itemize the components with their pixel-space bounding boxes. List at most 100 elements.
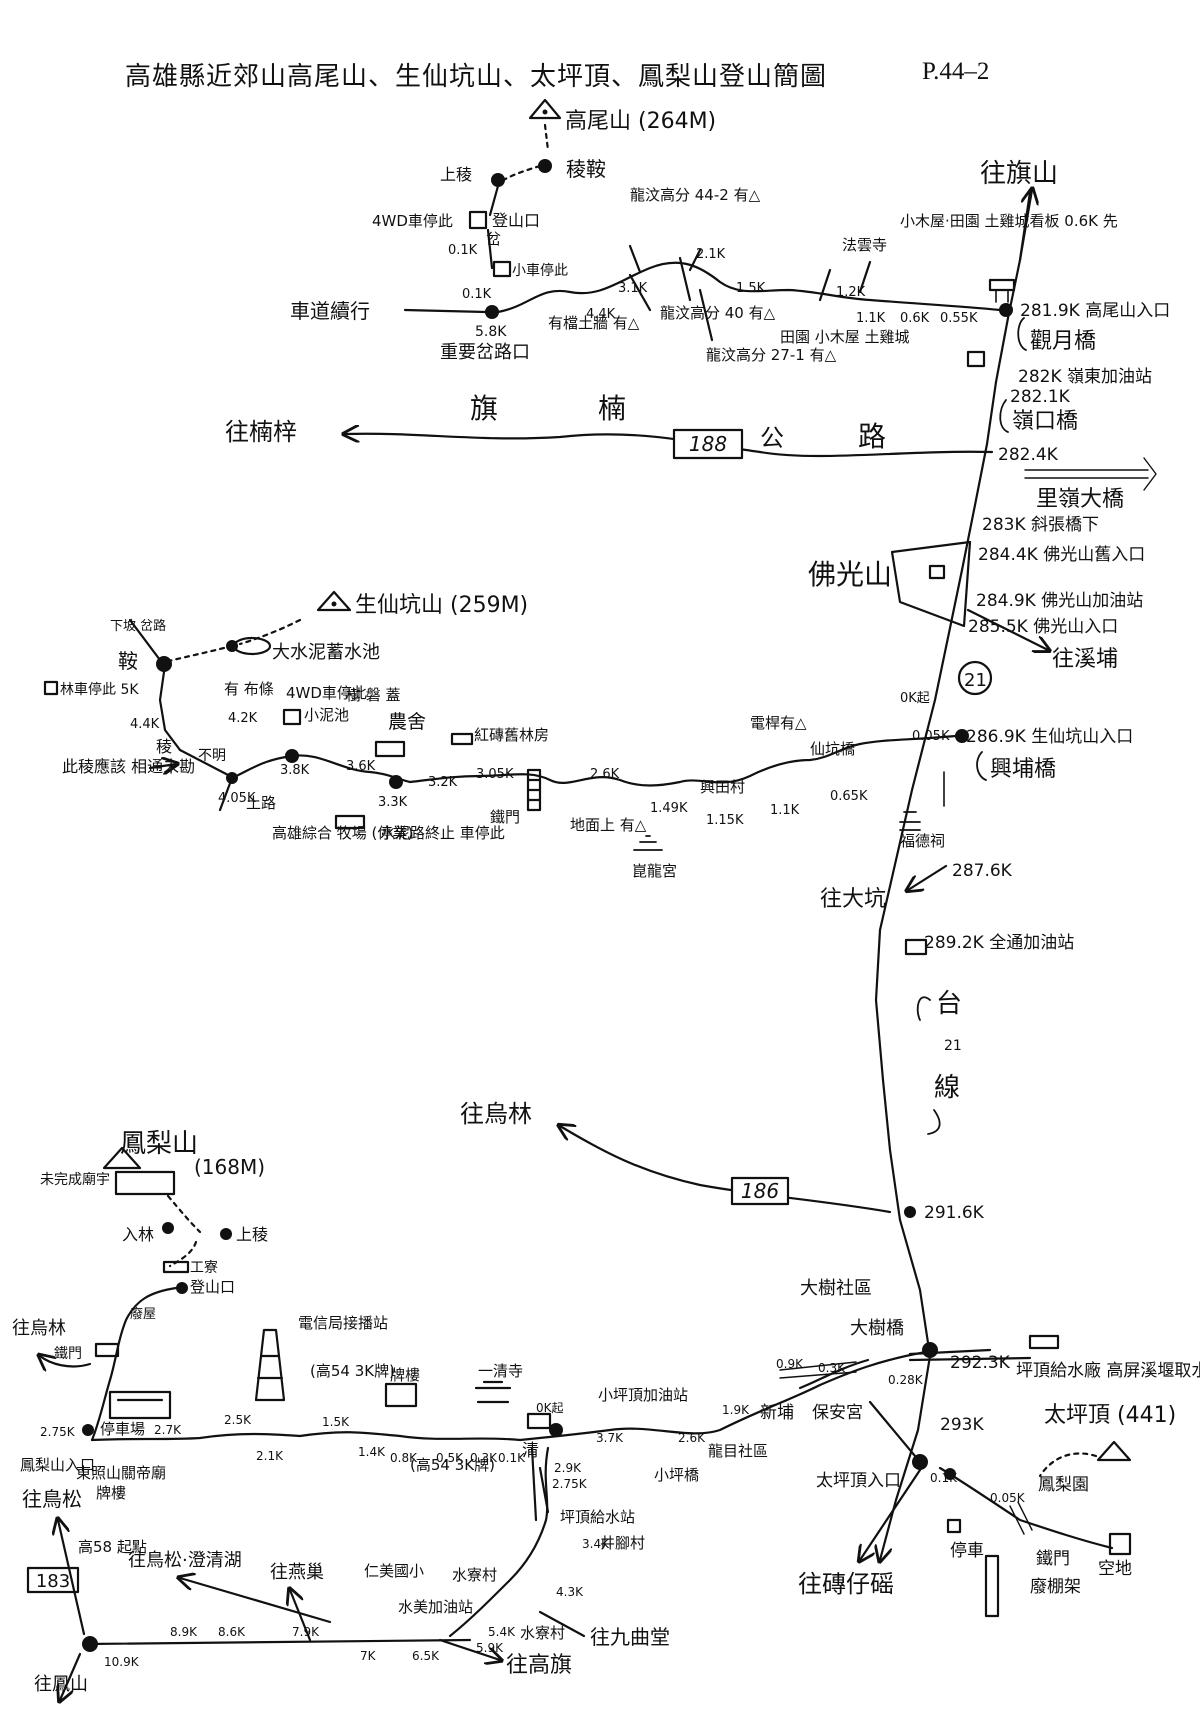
fl-dist-0-3: 0.3K: [470, 1451, 498, 1465]
fl-dist-0-5: 0.5K: [436, 1451, 464, 1465]
gaowei-youlei: 有檔土牆 有△: [548, 314, 640, 332]
gate-icon: [94, 1342, 120, 1358]
sx-dist-0-05: 0.05K: [912, 729, 950, 744]
sx-tank: 小泥池: [304, 706, 349, 724]
sx-xingtian: 興田村: [700, 778, 745, 796]
shengxian-ridge: 稜: [156, 737, 172, 756]
dest-niaosong: 往鳥松: [22, 1487, 82, 1511]
fl-hv-tower2: (高54 3K牌): [410, 1456, 495, 1474]
sx-dist-3-05: 3.05K: [476, 767, 514, 782]
ranch-icon: [334, 814, 366, 830]
tp-empty-lot: 空地: [1098, 1559, 1132, 1579]
road-qinan-char-1: 旗: [470, 392, 498, 425]
road-qinan-char-2: 楠: [598, 392, 626, 425]
gaowei-ridge: 上稜: [440, 165, 472, 184]
gaowei-parking: 4WD車停此: [372, 212, 453, 230]
bridge-guanyue: 觀月橋: [1030, 329, 1096, 354]
mark-282-4: 282.4K: [998, 445, 1059, 465]
fl-renmei: 仁美國小: [364, 1562, 424, 1580]
fengli-unfinished: 未完成廟宇: [40, 1171, 110, 1188]
gaowei-saddle: 稜鞍: [566, 157, 606, 181]
fl-dist-1-4: 1.4K: [358, 1445, 386, 1459]
fengli-ridge: 上稜: [236, 1225, 268, 1244]
fl-dist-8-9: 8.9K: [170, 1625, 198, 1639]
fl-qingyun-label: 清: [522, 1441, 539, 1461]
peak-triangle-shengxian: [316, 590, 352, 612]
dist-5-8: 5.8K: [475, 324, 507, 340]
road-186: [560, 1126, 892, 1214]
fl-xiaoping-gas: 小坪頂加油站: [598, 1386, 688, 1404]
fl-dist-6-5: 6.5K: [412, 1649, 440, 1663]
fl-jingjiao: 井腳村: [600, 1534, 645, 1552]
sx-dist-3-3: 3.3K: [378, 795, 408, 810]
page-title: 高雄縣近郊山高尾山、生仙坑山、太坪頂、鳳梨山登山簡圖: [125, 62, 828, 92]
mark-289-2: 289.2K 全通加油站: [924, 933, 1074, 953]
sx-canal: 有 布條: [224, 680, 274, 698]
road-shield-188: [672, 428, 744, 460]
road-qinan-char-4: 路: [858, 420, 886, 453]
bridge-liling: 里嶺大橋: [1036, 487, 1124, 512]
fl-stop: 停車場: [100, 1420, 145, 1438]
peak-fengli-label: 鳳梨山: [120, 1129, 198, 1159]
fl-xiaoping-bridge: 小坪橋: [654, 1466, 699, 1484]
dist-3-1: 3.1K: [618, 281, 648, 296]
fl-dist-3-7: 3.7K: [596, 1431, 624, 1445]
relay-tower-icon: [254, 1328, 286, 1402]
dest-shengdaolin: 往烏林: [12, 1318, 66, 1339]
dist-1-2: 1.2K: [836, 285, 866, 300]
fl-dist-2-6: 2.6K: [678, 1431, 706, 1445]
road-number-186: 186: [741, 1179, 779, 1203]
fl-paifang2: 牌樓: [390, 1366, 420, 1384]
sx-xianken: 仙坑橋: [810, 740, 855, 758]
sx-dist-0-65: 0.65K: [830, 789, 868, 804]
gaowei-trailhead: 登山口: [492, 211, 540, 230]
dest-fengshan: 往鳳山: [34, 1674, 88, 1695]
fl-paifang: 牌樓: [96, 1484, 126, 1502]
dest-qishan: 往旗山: [980, 159, 1058, 189]
gas-station-icon: [966, 350, 986, 368]
fl-dist-2-75b: 2.75K: [552, 1477, 588, 1491]
sx-dirt-road: 土路: [246, 794, 276, 812]
sx-farmhouse: 農舍: [388, 711, 426, 733]
shengxian-xiapo: 下坡 岔路: [110, 618, 166, 634]
fl-dist-2-7: 2.7K: [154, 1423, 182, 1437]
fengli-trailhead: 登山口: [190, 1278, 235, 1296]
road-shield-183: [26, 1566, 80, 1594]
fokuang-label: 佛光山: [808, 558, 892, 591]
fl-yiqing: 一清寺: [478, 1362, 523, 1380]
tp-dist-0-05: 0.05K: [990, 1491, 1026, 1505]
fl-dist-0-1: 0.1K: [498, 1451, 526, 1465]
sx-dist-2-6: 2.6K: [590, 767, 620, 782]
bridge-lingkou: 嶺口橋: [1012, 409, 1078, 434]
tp-dist-0-28: 0.28K: [888, 1373, 924, 1387]
peak-triangle-fengli: [102, 1146, 142, 1170]
sx-brick: 紅磚舊林房: [474, 726, 549, 744]
parking-icon: [468, 210, 488, 230]
road-qinan-188: [345, 434, 994, 458]
sx-dist-3-2: 3.2K: [428, 775, 458, 790]
dist-0-55: 0.55K: [940, 311, 978, 326]
dest-nanzi: 往楠梓: [225, 418, 297, 446]
tp-iron-gate: 鐵門: [1036, 1549, 1070, 1569]
fl-dist-3-4: 3.4K: [582, 1537, 610, 1551]
tp-station: 停車: [950, 1541, 984, 1561]
fl-longmu: 龍目社區: [708, 1442, 768, 1460]
road-number-183: 183: [36, 1571, 70, 1592]
mark-291-6: 291.6K: [924, 1203, 985, 1223]
sx-parking: 4WD車停此: [286, 684, 367, 702]
sx-yuanlong: 崑龍宮: [632, 862, 677, 880]
sx-dist-0-start: 0K起: [900, 691, 930, 706]
fl-gao58: 高58 起點: [78, 1538, 147, 1556]
fengli-entrance: 鳳梨山入口: [20, 1456, 95, 1474]
mark-293: 293K: [940, 1415, 984, 1435]
fl-dist-0-8: 0.8K: [390, 1451, 418, 1465]
dest-xipu: 往溪埔: [1052, 647, 1118, 672]
reservoir-icon: [232, 636, 272, 656]
fl-dist-4-3: 4.3K: [556, 1585, 584, 1599]
gaowei-smallcar: 小車停此: [512, 262, 568, 279]
bridge-xingpu: 興埔橋: [990, 757, 1056, 782]
fengli-shelter: 廢屋: [130, 1307, 156, 1322]
fl-dist-10-9: 10.9K: [104, 1655, 140, 1669]
sx-dist-1-15: 1.15K: [706, 813, 744, 828]
sx-dist-4-2: 4.2K: [228, 711, 258, 726]
